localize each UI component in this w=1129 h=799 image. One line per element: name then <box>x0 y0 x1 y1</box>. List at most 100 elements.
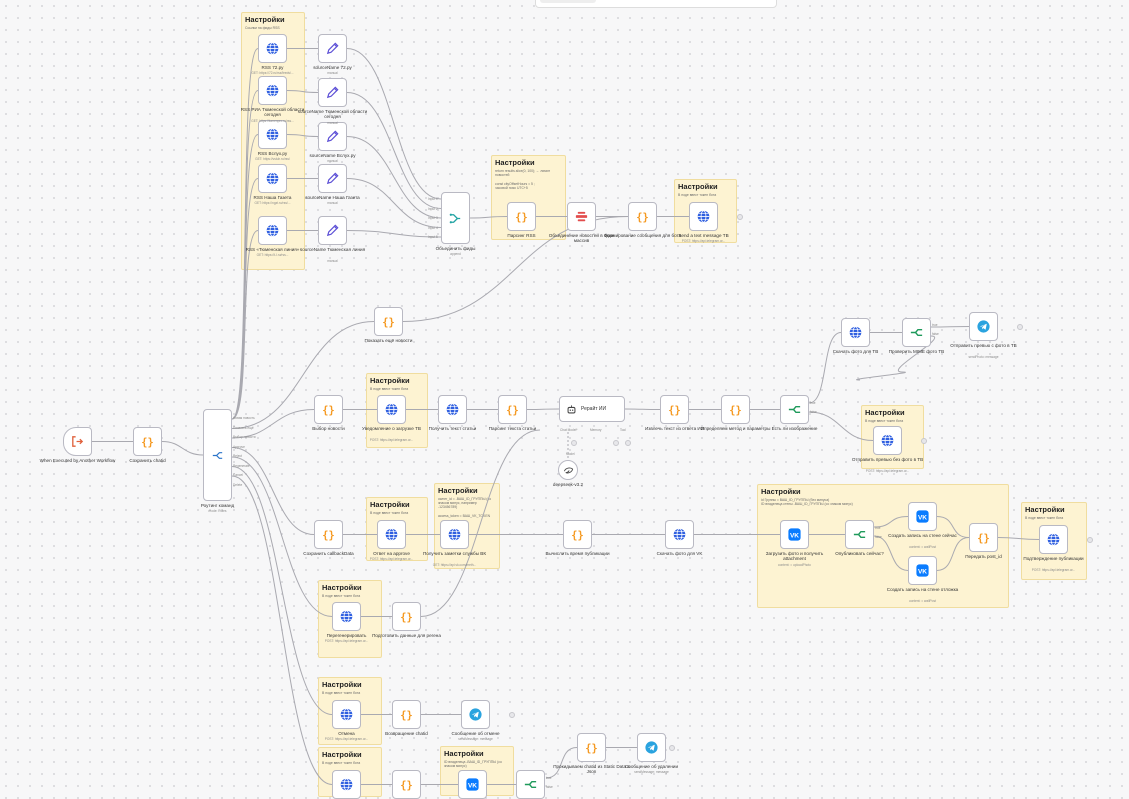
workflow-node-router[interactable] <box>203 409 232 501</box>
workflow-node-vk-post-now[interactable]: VK <box>908 502 937 531</box>
workflow-node-cancel-msg[interactable] <box>461 700 490 729</box>
add-node-endpoint[interactable] <box>509 712 515 718</box>
telegram-icon <box>468 707 483 722</box>
connection-line <box>873 516 909 528</box>
workflow-node-publish-now[interactable] <box>845 520 874 549</box>
node-label: Send a text message ТВ <box>678 233 729 238</box>
note-body: id Группы = ВАШ_ID_ГРУППЫ (без минуса) I… <box>761 498 853 507</box>
workflow-node-del-tg[interactable] <box>332 770 361 799</box>
workflow-node-return-btn[interactable]: {} <box>392 700 421 729</box>
workflow-node-aggregate[interactable] <box>567 202 596 231</box>
node-label: When Executed by Another Workflow <box>39 458 116 463</box>
workflow-node-notify-tg[interactable] <box>377 395 406 424</box>
workflow-node-approve[interactable] <box>377 520 406 549</box>
workflow-node-dl-photo[interactable] <box>841 318 870 347</box>
workflow-node-calc-time[interactable]: {} <box>563 520 592 549</box>
if-icon <box>852 527 867 542</box>
workflow-node-pass-postid[interactable]: {} <box>969 523 998 552</box>
workflow-node-merge[interactable] <box>441 192 470 244</box>
workflow-node-trigger[interactable] <box>63 427 92 456</box>
workflow-node-del-if[interactable] <box>516 770 545 799</box>
svg-text:{}: {} <box>322 404 334 416</box>
workflow-node-cancel[interactable] <box>332 700 361 729</box>
workflow-node-save-chatid[interactable]: {} <box>133 427 162 456</box>
node-label: Получить заметки службы ВК <box>422 551 487 556</box>
globe-icon <box>445 402 460 417</box>
add-node-endpoint[interactable] <box>625 440 631 446</box>
workflow-node-src-tyumen[interactable] <box>318 216 347 245</box>
workflow-node-deepseek[interactable] <box>558 460 578 480</box>
merge-input-label: Input 3 <box>428 216 438 220</box>
add-node-endpoint[interactable] <box>613 440 619 446</box>
add-node-endpoint[interactable] <box>737 214 743 220</box>
workflow-node-src-vsluh[interactable] <box>318 122 347 151</box>
svg-text:{}: {} <box>668 404 680 416</box>
note-body: В ноде ввест токен бота <box>322 594 361 598</box>
note-body: return results.slice(0, 100); ← лимит но… <box>495 169 551 190</box>
note-title: Настройки <box>1025 505 1065 514</box>
workflow-node-rss72[interactable] <box>258 34 287 63</box>
code-icon: {} <box>399 777 414 792</box>
pencil-icon <box>325 129 340 144</box>
node-label: Извлечь текст из ответа ИИ <box>644 426 705 431</box>
workflow-node-parse-rss[interactable]: {} <box>507 202 536 231</box>
node-label: Сохранить callbackData <box>303 551 354 556</box>
add-node-endpoint[interactable] <box>1087 537 1093 543</box>
workflow-node-send-tg[interactable] <box>689 202 718 231</box>
workflow-node-get-text[interactable] <box>438 395 467 424</box>
toolbar-segment[interactable] <box>540 0 596 3</box>
add-node-endpoint[interactable] <box>669 745 675 751</box>
if-false-label: false <box>810 410 817 414</box>
workflow-node-rss-rim[interactable] <box>258 76 287 105</box>
workflow-node-pass-chatid[interactable]: {} <box>577 733 606 762</box>
workflow-node-src-nasha[interactable] <box>318 164 347 193</box>
node-label: Ответ на approve <box>373 551 410 556</box>
workflow-node-ai[interactable]: Рерайт ИИ <box>559 396 625 422</box>
node-label: Выбор новости <box>312 426 345 431</box>
node-subtitle: GET: https://ngzt.ru/rss/... <box>254 201 291 206</box>
workflow-node-prep-retry[interactable]: {} <box>392 602 421 631</box>
workflow-node-del-code[interactable]: {} <box>392 770 421 799</box>
workflow-node-src-rim[interactable] <box>318 78 347 107</box>
workflow-node-src72[interactable] <box>318 34 347 63</box>
workflow-node-parse-text[interactable]: {} <box>498 395 527 424</box>
svg-text:{}: {} <box>141 436 153 448</box>
node-subtitle: manual <box>327 258 338 263</box>
workflow-node-rss-vsluh[interactable] <box>258 120 287 149</box>
workflow-node-pick-news[interactable]: {} <box>314 395 343 424</box>
workflow-node-confirm-pub[interactable] <box>1039 525 1068 554</box>
workflow-node-show-more[interactable]: {} <box>374 307 403 336</box>
workflow-node-dl-vk[interactable] <box>665 520 694 549</box>
router-output-label: Новая новость <box>233 416 255 420</box>
note-body: В ноде ввест токен бота <box>1025 516 1064 520</box>
add-node-endpoint[interactable] <box>571 440 577 446</box>
workflow-node-rss-tyumen[interactable] <box>258 216 287 245</box>
if-icon <box>787 402 802 417</box>
workflow-node-del-vk[interactable]: VK <box>458 770 487 799</box>
workflow-node-method[interactable]: {} <box>721 395 750 424</box>
workflow-node-del-msg[interactable] <box>637 733 666 762</box>
workflow-node-rss-nasha[interactable] <box>258 164 287 193</box>
workflow-node-check-mime[interactable] <box>902 318 931 347</box>
note-body: owner_id = -ВАШ_ID_ГРУППЫ (со знаком мин… <box>438 497 492 518</box>
workflow-node-send-nophoto[interactable] <box>873 426 902 455</box>
workflow-node-form-msg[interactable]: {} <box>628 202 657 231</box>
node-label: Сообщение об отмене <box>451 731 500 736</box>
workflow-node-vk-post-later[interactable]: VK <box>908 556 937 585</box>
workflow-node-vk-upload[interactable]: VK <box>780 520 809 549</box>
node-label: Сообщение об удалении <box>624 764 679 769</box>
node-label: Сохранить chatid <box>129 458 166 463</box>
node-subtitle: manual <box>327 159 338 164</box>
workflow-node-send-photo[interactable] <box>969 312 998 341</box>
workflow-node-vk-server[interactable] <box>440 520 469 549</box>
workflow-node-save-cb[interactable]: {} <box>314 520 343 549</box>
connection-line <box>231 456 333 617</box>
add-node-endpoint[interactable] <box>921 438 927 444</box>
workflow-node-regen[interactable] <box>332 602 361 631</box>
workflow-node-has-img[interactable] <box>780 395 809 424</box>
connection-line <box>346 136 442 219</box>
node-subtitle: GET: https://api.vk.com/meth... <box>432 562 477 567</box>
add-node-endpoint[interactable] <box>1017 324 1023 330</box>
workflow-node-extract[interactable]: {} <box>660 395 689 424</box>
node-label: Перегенерировать <box>326 633 367 638</box>
